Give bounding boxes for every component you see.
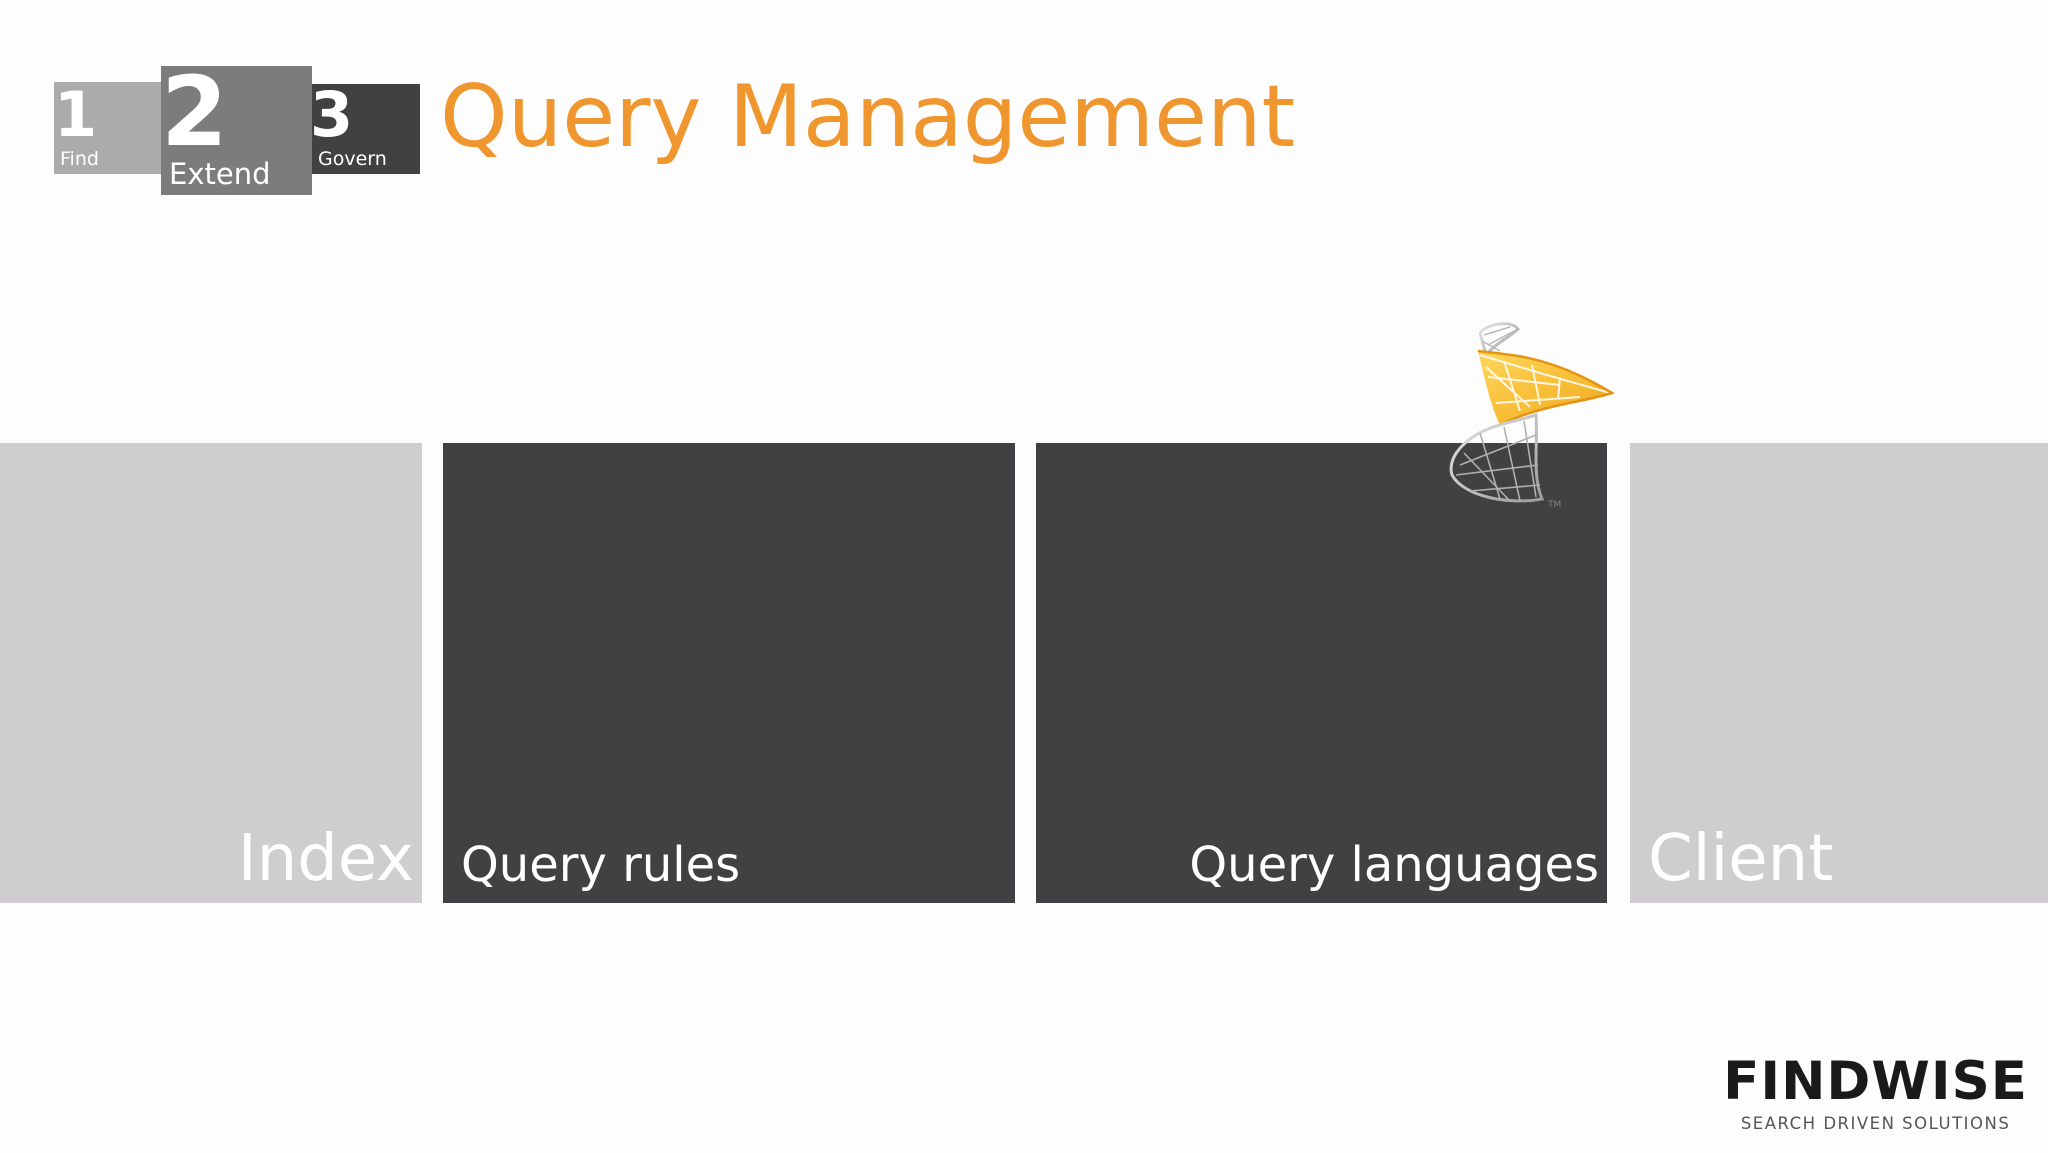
step-extend: 2 Extend [161,56,312,195]
step-number: 1 [54,78,98,151]
step-number: 2 [161,56,228,168]
step-find: 1 Find [54,82,162,174]
tile-label: Query rules [461,837,741,893]
tile-label: Client [1648,822,1834,896]
tile-label: Query languages [1189,837,1599,893]
step-govern: 3 Govern [310,84,420,174]
tile-index: Index [0,443,422,903]
tile-label: Index [237,822,414,896]
trademark-mark: TM [1547,500,1561,510]
brand-tagline: SEARCH DRIVEN SOLUTIONS [1740,1114,2011,1133]
sql-server-logo-icon: TM [1449,322,1616,510]
tile-query-rules: Query rules [443,443,1015,903]
step-label: Find [60,148,99,170]
step-label: Govern [318,148,387,170]
findwise-logo: FINDWISE SEARCH DRIVEN SOLUTIONS [1723,1055,2028,1133]
tile-client: Client [1630,443,2048,903]
steps-logo: 1 Find 3 Govern 2 Extend [0,0,430,200]
step-label: Extend [169,157,271,191]
step-number: 3 [310,78,354,151]
brand-name: FINDWISE [1723,1051,2028,1112]
page-title: Query Management [440,67,1296,167]
tile-query-languages: Query languages [1036,443,1607,903]
